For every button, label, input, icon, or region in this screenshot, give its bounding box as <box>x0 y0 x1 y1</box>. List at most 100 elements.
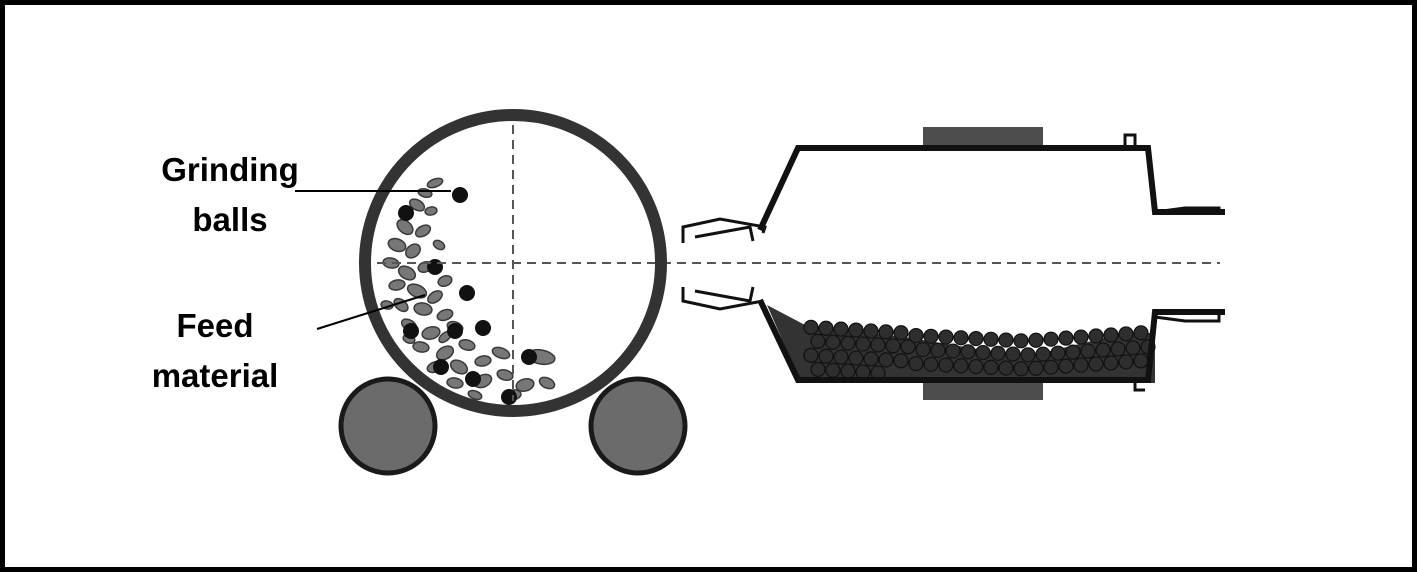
charge-ball <box>833 349 849 365</box>
feed-chunk <box>424 206 438 216</box>
feed-chunk <box>496 368 514 382</box>
feed-chunk <box>474 355 492 367</box>
grinding-ball <box>501 389 517 405</box>
charge-ball <box>938 329 954 345</box>
top-trunnion-band <box>923 127 1043 147</box>
feed-chunk <box>421 326 441 340</box>
charge-ball <box>1043 359 1059 375</box>
charge-ball <box>1005 346 1021 362</box>
charge-ball <box>1058 330 1074 346</box>
mill-side-section <box>681 127 1225 400</box>
grinding-ball <box>459 285 475 301</box>
charge-ball <box>945 343 961 359</box>
charge-ball <box>1043 331 1059 347</box>
charge-ball <box>818 320 834 336</box>
feed-chunk <box>467 389 483 401</box>
drum-shell <box>359 109 667 417</box>
charge-ball <box>1110 341 1126 357</box>
bottom-trunnion-band <box>923 383 1043 400</box>
charge-ball <box>833 321 849 337</box>
feed-chunk <box>432 239 446 251</box>
right-support-roller <box>588 376 688 476</box>
charge-ball <box>953 358 969 374</box>
grinding-ball <box>465 371 481 387</box>
charge-ball <box>1118 354 1134 370</box>
feed-chunk <box>406 283 428 299</box>
feed-chunk <box>414 224 432 238</box>
charge-ball <box>810 333 826 349</box>
charge-ball <box>938 357 954 373</box>
support-rollers <box>338 376 688 476</box>
mill-charge-fill <box>767 305 1155 383</box>
charge-ball <box>960 344 976 360</box>
charge-ball <box>885 338 901 354</box>
feed-chunk <box>397 265 417 281</box>
feed-chunk <box>388 279 406 291</box>
grinding-ball <box>433 359 449 375</box>
mill-charge-balls <box>803 319 1156 381</box>
charge-ball <box>893 353 909 369</box>
grinding-ball <box>452 187 468 203</box>
charge-ball <box>1088 356 1104 372</box>
feed-material-label-line2: material <box>151 357 279 394</box>
charge-ball <box>870 337 886 353</box>
charge-ball <box>1013 361 1029 377</box>
charge-ball <box>1013 333 1029 349</box>
charge-ball <box>803 347 819 363</box>
feed-chunk <box>396 218 414 236</box>
feed-chunk <box>446 377 464 389</box>
charge-ball <box>1125 340 1141 356</box>
charge-ball <box>930 342 946 358</box>
left-support-roller <box>338 376 438 476</box>
charge-ball <box>1065 344 1081 360</box>
charge-ball <box>983 359 999 375</box>
feed-inlet <box>681 217 767 311</box>
grinding-ball <box>475 320 491 336</box>
charge-ball <box>998 332 1014 348</box>
charge-ball <box>998 360 1014 376</box>
charge-ball <box>863 351 879 367</box>
feed-chunk <box>491 346 511 360</box>
feed-chunk <box>408 198 426 212</box>
charge-ball <box>818 348 834 364</box>
grinding-balls-label-line1: Grinding <box>161 151 299 188</box>
charge-ball <box>1133 325 1149 341</box>
grinding-ball <box>447 323 463 339</box>
charge-ball <box>1058 358 1074 374</box>
feed-chunk <box>405 243 421 259</box>
charge-ball <box>863 323 879 339</box>
mill-upper-shell <box>757 145 1225 232</box>
feed-chunk <box>427 290 443 304</box>
charge-ball <box>983 331 999 347</box>
grinding-ball <box>398 205 414 221</box>
charge-ball <box>908 327 924 344</box>
ball-mill-diagram <box>295 109 1225 476</box>
feed-chunk <box>387 237 407 253</box>
feed-chunk <box>435 345 455 361</box>
charge-ball <box>878 324 894 340</box>
charge-ball <box>923 328 939 344</box>
charge-ball <box>953 330 969 346</box>
charge-ball <box>1073 357 1089 373</box>
grinding-ball <box>403 323 419 339</box>
charge-ball <box>803 319 819 335</box>
grinding-balls-label-line2: balls <box>192 201 268 238</box>
charge-ball <box>923 356 939 372</box>
charge-ball <box>1095 342 1111 358</box>
grinding-balls-label: Grinding balls <box>130 145 330 245</box>
charge-ball <box>1050 345 1066 361</box>
charge-ball <box>990 345 1006 361</box>
charge-ball <box>1028 332 1044 348</box>
charge-ball <box>1133 353 1149 369</box>
charge-ball <box>825 362 841 378</box>
feed-chunk <box>382 257 400 269</box>
charge-ball <box>1080 343 1096 359</box>
charge-ball <box>1020 347 1036 363</box>
charge-ball <box>1103 327 1119 343</box>
charge-ball <box>855 336 871 352</box>
charge-ball <box>1035 346 1051 362</box>
charge-ball <box>855 364 871 380</box>
grinding-ball <box>521 349 537 365</box>
feed-material-leader <box>316 294 426 330</box>
